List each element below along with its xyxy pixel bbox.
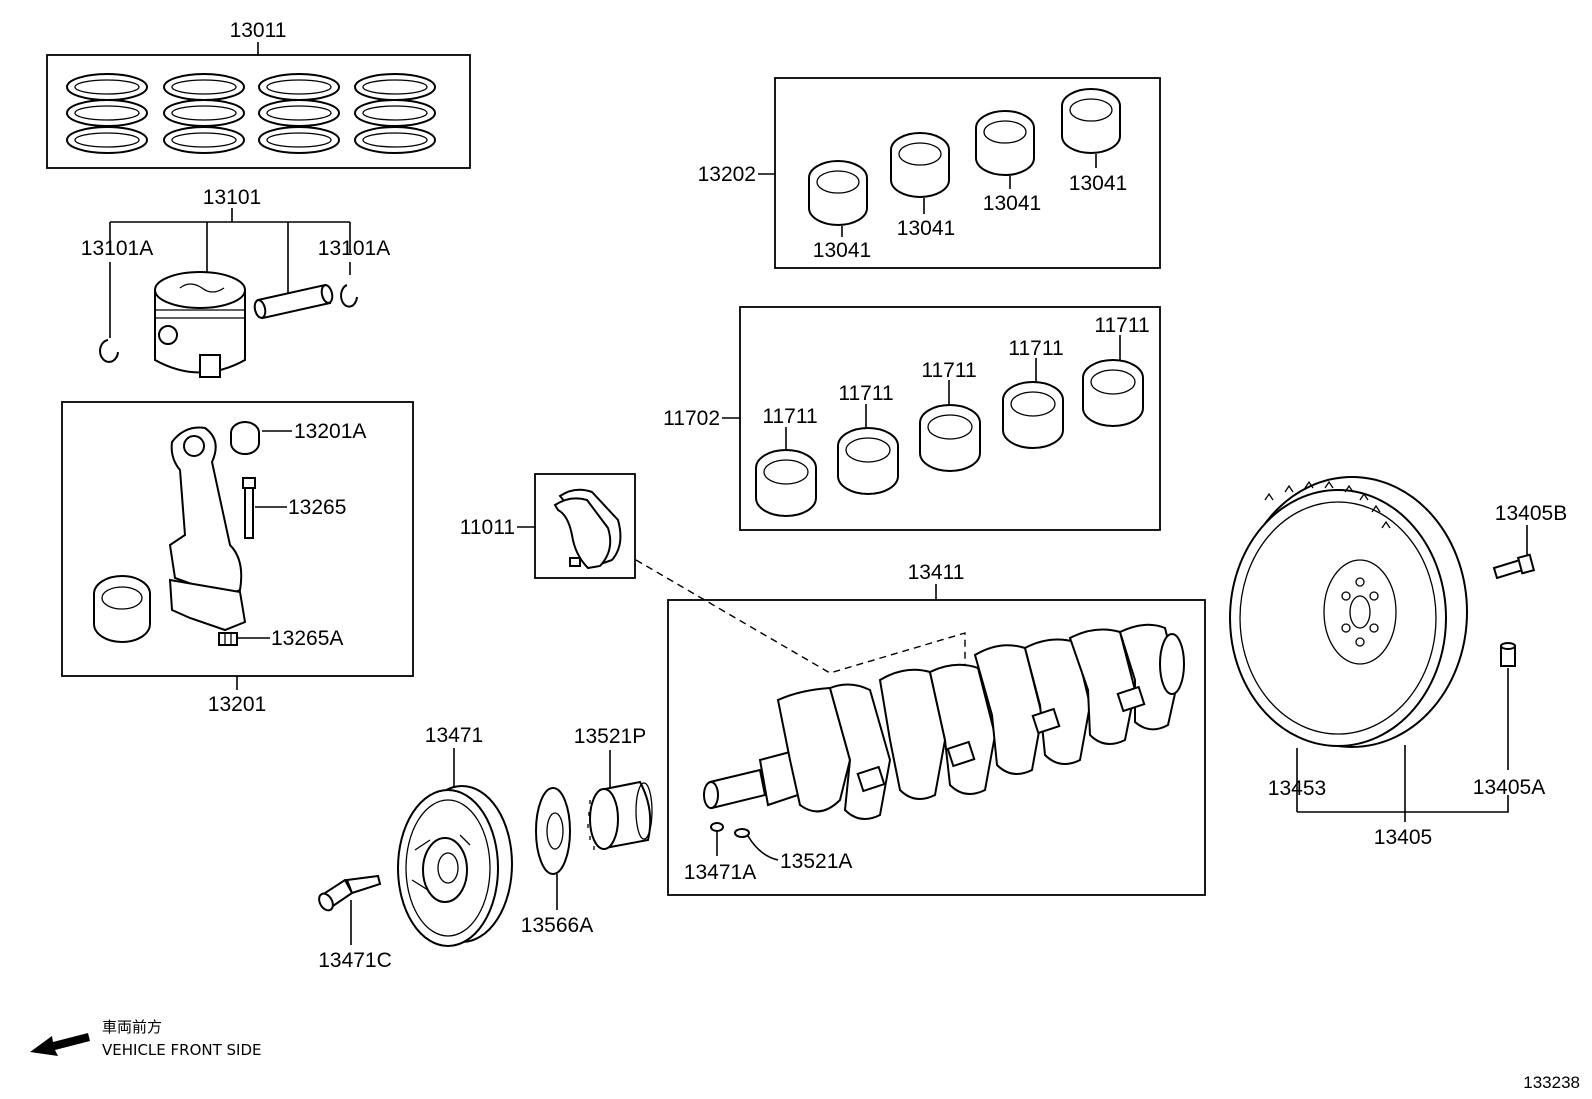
rod-bearing-1 <box>808 160 868 226</box>
piston-ring-set[interactable]: 13011 <box>46 19 471 169</box>
gear-disc <box>535 787 571 875</box>
main-bearing-5 <box>1082 359 1144 427</box>
label-13041-3[interactable]: 13041 <box>983 192 1041 215</box>
label-11702[interactable]: 11702 <box>663 407 720 430</box>
main-bearing-3 <box>919 404 981 472</box>
connecting-rod-assembly[interactable]: 13201A 13265 13265A 13201 <box>61 401 414 716</box>
connecting-rod <box>168 426 247 632</box>
rod-bearing-4 <box>1061 88 1121 154</box>
plate-bolt <box>1492 553 1536 580</box>
label-13453[interactable]: 13453 <box>1268 777 1326 800</box>
label-11011[interactable]: 11011 <box>460 516 515 539</box>
main-bearing-2 <box>837 427 899 495</box>
label-13202[interactable]: 13202 <box>698 163 756 186</box>
label-11711-3[interactable]: 11711 <box>921 359 976 382</box>
rod-nut <box>218 632 238 646</box>
label-13411[interactable]: 13411 <box>908 561 965 584</box>
label-13265[interactable]: 13265 <box>288 496 346 519</box>
crankshaft <box>703 623 1185 820</box>
label-13405b[interactable]: 13405B <box>1495 502 1567 525</box>
label-13041-4[interactable]: 13041 <box>1069 172 1127 195</box>
snap-ring-right <box>340 284 358 308</box>
direction-label-jp: 車両前方 <box>102 1018 162 1036</box>
label-11711-5[interactable]: 11711 <box>1094 314 1149 337</box>
piston-rings-group <box>66 73 436 154</box>
crankshaft-assembly[interactable]: 13411 <box>667 561 1206 896</box>
rod-bearing-2 <box>890 132 950 198</box>
label-13265a[interactable]: 13265A <box>271 627 343 650</box>
main-bearing-4 <box>1002 381 1064 449</box>
piston <box>154 271 246 378</box>
crank-timing-gear <box>587 780 653 850</box>
timing-gear-assembly[interactable]: 13521P 13566A <box>521 725 653 937</box>
label-13101[interactable]: 13101 <box>203 186 261 209</box>
pulley-assembly[interactable]: 13471 13471C <box>316 724 513 972</box>
piston-pin <box>253 283 334 320</box>
label-11711-1[interactable]: 11711 <box>762 405 817 428</box>
label-13521a[interactable]: 13521A <box>780 850 852 873</box>
label-13471c[interactable]: 13471C <box>318 949 392 972</box>
arrow-left-icon <box>30 1033 90 1056</box>
rod-bearing-shell <box>93 575 151 643</box>
piston-assembly[interactable]: 13101 13101A 13101A <box>81 186 390 378</box>
pulley-bolt <box>318 874 382 912</box>
crankshaft-pulley <box>397 785 513 947</box>
label-13405[interactable]: 13405 <box>1374 826 1432 849</box>
label-13101a-left[interactable]: 13101A <box>81 237 153 260</box>
plate-pin <box>1500 642 1516 667</box>
rod-bolt <box>242 477 256 539</box>
main-bearing-set[interactable]: 11702 11711 <box>663 306 1161 531</box>
label-13011[interactable]: 13011 <box>230 19 287 42</box>
figure-id: 133238 <box>1523 1073 1580 1092</box>
label-13566a[interactable]: 13566A <box>521 914 593 937</box>
label-13041-2[interactable]: 13041 <box>897 217 955 240</box>
label-13521p[interactable]: 13521P <box>574 725 646 748</box>
label-13471[interactable]: 13471 <box>425 724 483 747</box>
label-13471a[interactable]: 13471A <box>684 861 756 884</box>
thrust-washer[interactable]: 11011 <box>460 473 966 683</box>
rod-bearing-3 <box>975 110 1035 176</box>
drive-plate <box>1229 476 1468 748</box>
thrust-washer-part <box>553 488 622 570</box>
direction-indicator: 車両前方 VEHICLE FRONT SIDE <box>30 1018 262 1059</box>
snap-ring-left <box>99 339 119 363</box>
label-13405a[interactable]: 13405A <box>1473 776 1545 799</box>
label-11711-4[interactable]: 11711 <box>1008 337 1063 360</box>
key-parts <box>710 822 750 838</box>
drive-plate-assembly[interactable]: 13405B 13453 13405A 13405 <box>1229 476 1567 849</box>
label-13201[interactable]: 13201 <box>208 693 266 716</box>
rod-bearing-set[interactable]: 13202 13041 13041 13041 13041 <box>698 77 1161 269</box>
label-13101a-right[interactable]: 13101A <box>318 237 390 260</box>
label-11711-2[interactable]: 11711 <box>838 382 893 405</box>
label-13041-1[interactable]: 13041 <box>813 239 871 262</box>
label-13201a[interactable]: 13201A <box>294 420 366 443</box>
main-bearing-1 <box>755 449 817 517</box>
direction-label-en: VEHICLE FRONT SIDE <box>102 1041 262 1059</box>
small-end-bushing <box>230 421 260 455</box>
